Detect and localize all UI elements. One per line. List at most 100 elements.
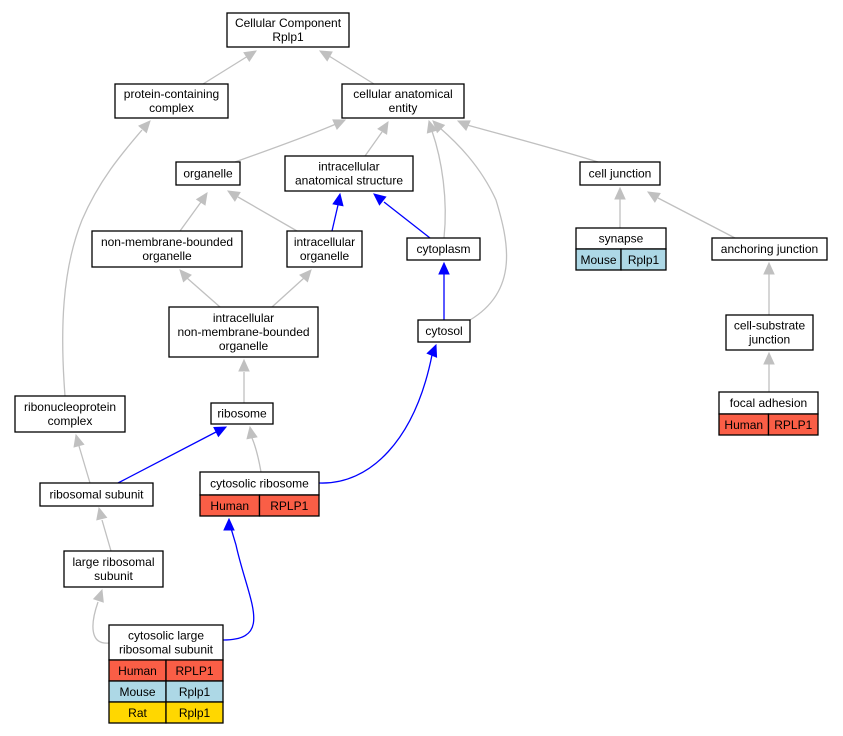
arrowhead-icon <box>332 192 344 207</box>
node-box <box>711 237 828 261</box>
node-label-line: cytosolic large <box>128 629 204 643</box>
node-label-line: focal adhesion <box>730 396 807 410</box>
node-label-line: organelle <box>300 249 350 263</box>
node-label-line: anatomical structure <box>295 174 403 188</box>
node-label-line: entity <box>389 101 418 115</box>
arrowhead-icon <box>332 119 347 130</box>
edge-cytosolic-large-ribosomal-subunit-to-cytosolic-ribosome <box>222 517 255 641</box>
node-anchoring-junction[interactable]: anchoring junction <box>711 237 828 261</box>
edge-focal-adhesion-to-cell-substrate-junction <box>763 351 775 392</box>
edge-protein-containing-complex-to-cellular-component <box>202 50 258 85</box>
arrowhead-icon <box>432 120 446 134</box>
node-label-line: organelle <box>142 249 192 263</box>
node-label-line: complex <box>149 101 194 115</box>
node-label-line: complex <box>48 414 93 428</box>
node-label-line: cytosol <box>425 324 462 338</box>
arrowhead-icon <box>456 120 471 131</box>
node-label-line: synapse <box>599 232 644 246</box>
arrowhead-icon <box>646 191 661 203</box>
gene-cell <box>620 248 667 271</box>
node-box <box>108 624 224 661</box>
node-intracellular-non-membrane-bounded-organelle[interactable]: intracellularnon-membrane-boundedorganel… <box>168 306 319 358</box>
arrowhead-icon <box>763 261 775 275</box>
species-label: Mouse <box>119 685 155 699</box>
node-organelle[interactable]: organelle <box>175 161 241 186</box>
node-label-line: ribosomal subunit <box>119 643 214 657</box>
node-box <box>341 83 465 119</box>
arrowhead-icon <box>373 193 387 206</box>
arrowhead-icon <box>223 517 235 531</box>
edge-cell-substrate-junction-to-anchoring-junction <box>763 261 775 315</box>
arrowhead-icon <box>238 358 250 372</box>
arrowhead-icon <box>243 50 258 62</box>
node-label-line: cellular anatomical <box>353 87 452 101</box>
arrowhead-icon <box>213 426 228 438</box>
edge-intracellular-non-membrane-bounded-organelle-to-intracellular-organelle <box>271 269 312 308</box>
node-box <box>725 314 814 351</box>
node-label-line: organelle <box>183 167 233 181</box>
arrowhead-icon <box>92 588 104 603</box>
node-label-line: anchoring junction <box>721 242 818 256</box>
edges-layer <box>62 50 775 644</box>
node-cell-junction[interactable]: cell junction <box>579 161 661 186</box>
gene-cell <box>767 413 819 436</box>
edge-synapse-to-cell-junction <box>614 186 626 228</box>
node-box <box>114 83 229 119</box>
node-cytosol[interactable]: cytosol <box>417 319 471 343</box>
arrowhead-icon <box>73 433 85 448</box>
edge-intracellular-anatomical-structure-to-cellular-anatomical-entity <box>364 120 389 157</box>
arrowhead-icon <box>195 191 208 206</box>
node-label-line: cell junction <box>589 167 652 181</box>
edge-cellular-anatomical-entity-to-cellular-component <box>318 50 375 85</box>
node-label-line: cytosolic ribosome <box>210 477 309 491</box>
edge-non-membrane-bounded-organelle-to-organelle <box>179 191 208 232</box>
node-box <box>39 482 154 507</box>
edge-organelle-to-cellular-anatomical-entity <box>234 119 347 163</box>
arrowhead-icon <box>438 261 450 275</box>
arrowhead-icon <box>426 343 438 358</box>
species-label: Human <box>724 418 763 432</box>
node-cytoplasm[interactable]: cytoplasm <box>406 237 481 261</box>
node-label-line: non-membrane-bounded <box>177 325 309 339</box>
node-label-line: intracellular <box>294 235 355 249</box>
edge-cytosolic-ribosome-to-ribosome <box>246 425 262 473</box>
node-box <box>14 395 126 433</box>
node-box <box>210 402 274 425</box>
edge-intracellular-organelle-to-intracellular-anatomical-structure <box>331 192 344 232</box>
edge-ribosome-to-intracellular-non-membrane-bounded-organelle <box>238 358 250 403</box>
gene-cell <box>165 701 224 724</box>
node-label-line: cell-substrate <box>734 319 806 333</box>
node-box <box>168 306 319 358</box>
gene-label: RPLP1 <box>270 499 308 513</box>
node-box <box>406 237 481 261</box>
species-label: Mouse <box>580 253 616 267</box>
node-box <box>175 161 241 186</box>
node-label-line: junction <box>748 333 790 347</box>
node-label-line: organelle <box>219 339 269 353</box>
node-ribosome[interactable]: ribosome <box>210 402 274 425</box>
node-label-line: protein-containing <box>124 87 219 101</box>
node-box <box>579 161 661 186</box>
arrowhead-icon <box>426 119 438 134</box>
node-label-line: non-membrane-bounded <box>101 235 233 249</box>
arrowhead-icon <box>614 186 626 200</box>
edge-intracellular-organelle-to-organelle <box>226 190 298 232</box>
node-ribosomal-subunit[interactable]: ribosomal subunit <box>39 482 154 507</box>
edge-cytosol-to-cellular-anatomical-entity <box>432 120 508 321</box>
